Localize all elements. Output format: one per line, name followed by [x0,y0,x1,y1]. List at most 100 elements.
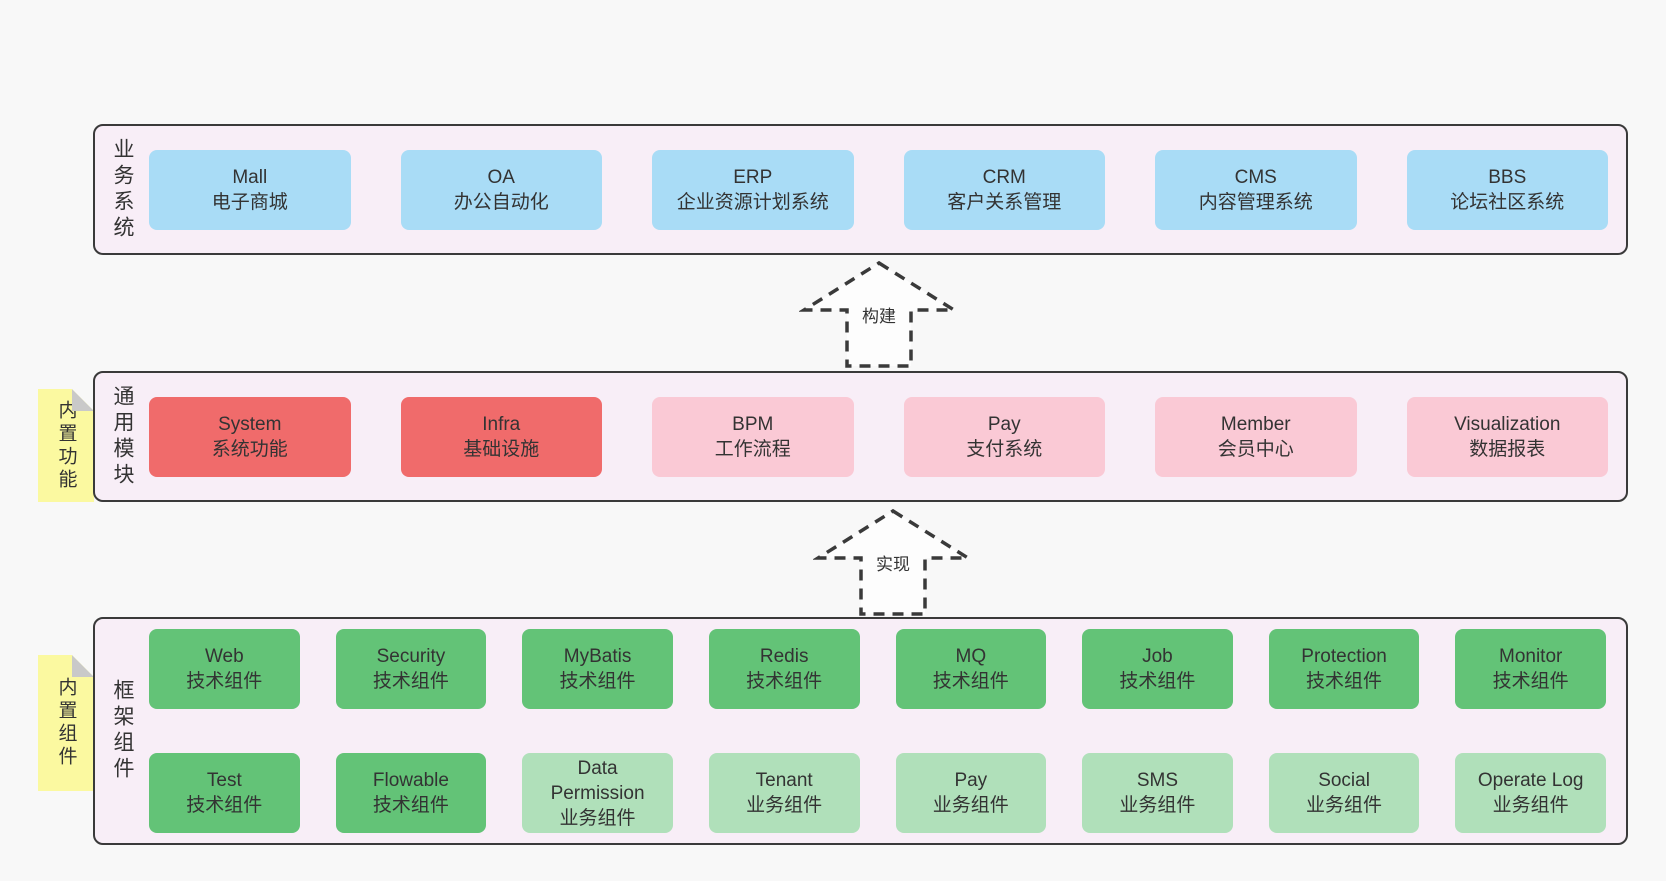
box-tenant: Tenant 业务组件 [708,753,860,834]
box-title: ERP [733,166,773,188]
box-bbs: BBS 论坛社区系统 [1406,149,1608,230]
box-data-permission: Data Permission 业务组件 [522,753,673,834]
box-subtitle: 电子商城 [211,191,288,213]
components-rows: Web 技术组件 Security 技术组件 MyBatis 技术组件 Redi… [149,619,1626,843]
box-flowable: Flowable 技术组件 [335,753,487,834]
box-subtitle: 业务组件 [1306,795,1383,817]
box-subtitle: 内容管理系统 [1198,191,1313,213]
box-title: Monitor [1499,645,1563,667]
arrow-label: 构建 [859,302,899,327]
box-title: CRM [982,166,1026,188]
box-crm: CRM 客户关系管理 [903,149,1105,230]
box-test: Test 技术组件 [149,753,300,834]
box-oa: OA 办公自动化 [400,149,602,230]
box-job: Job 技术组件 [1082,628,1233,709]
box-subtitle: 企业资源计划系统 [676,191,829,213]
components-row-1: Web 技术组件 Security 技术组件 MyBatis 技术组件 Redi… [149,619,1606,719]
box-title: Pay [954,770,988,792]
framework-components-layer: 框架组件 Web 技术组件 Security 技术组件 MyBatis 技术组件… [93,617,1628,845]
box-protection: Protection 技术组件 [1268,628,1420,709]
box-title: BBS [1488,166,1527,188]
box-title: Protection [1301,645,1387,667]
box-pay-business: Pay 业务组件 [895,753,1047,834]
box-title: Web [204,645,244,667]
box-title: MQ [955,645,987,667]
box-title: Flowable [372,770,449,792]
implement-arrow: 实现 [811,506,975,618]
build-arrow: 构建 [797,258,961,370]
box-title: Job [1142,645,1173,667]
box-title: Social [1318,770,1370,792]
builtin-features-tag: 内置功能 [38,389,94,502]
box-subtitle: 会员中心 [1217,438,1294,460]
box-subtitle: 技术组件 [1119,670,1196,692]
box-member: Member 会员中心 [1155,396,1357,477]
box-subtitle: 基础设施 [463,438,540,460]
box-subtitle: 客户关系管理 [947,191,1062,213]
box-subtitle: 业务组件 [746,795,823,817]
box-subtitle: 工作流程 [714,438,791,460]
box-title: SMS [1136,770,1179,792]
box-subtitle: 办公自动化 [453,191,549,213]
box-web: Web 技术组件 [149,628,300,709]
box-title: Pay [987,413,1021,435]
box-subtitle: 数据报表 [1469,438,1546,460]
box-subtitle: 技术组件 [746,670,823,692]
arrow-label: 实现 [873,550,913,575]
box-title: Visualization [1454,413,1561,435]
box-mall: Mall 电子商城 [149,149,351,230]
box-subtitle: 技术组件 [559,670,636,692]
box-title: Test [206,770,242,792]
box-title: Infra [482,413,521,435]
box-erp: ERP 企业资源计划系统 [652,149,854,230]
layer-label: 框架组件 [111,679,134,783]
box-title: Operate Log [1477,770,1584,792]
box-subtitle: 论坛社区系统 [1450,191,1565,213]
box-subtitle: 业务组件 [932,795,1009,817]
box-title: OA [487,166,515,188]
box-mq: MQ 技术组件 [895,628,1047,709]
box-title: MyBatis [563,645,632,667]
box-title: Security [376,645,446,667]
box-system: System 系统功能 [149,396,351,477]
box-pay: Pay 支付系统 [903,396,1105,477]
box-subtitle: 技术组件 [1492,670,1569,692]
business-systems-layer: 业务系统 Mall 电子商城 OA 办公自动化 ERP 企业资源计划系统 CRM… [93,124,1628,255]
box-subtitle: 业务组件 [1492,795,1569,817]
business-boxes-row: Mall 电子商城 OA 办公自动化 ERP 企业资源计划系统 CRM 客户关系… [149,126,1626,253]
layer-label: 业务系统 [111,137,134,242]
box-bpm: BPM 工作流程 [652,396,854,477]
box-redis: Redis 技术组件 [708,628,860,709]
box-visualization: Visualization 数据报表 [1406,396,1608,477]
box-subtitle: 系统功能 [211,438,288,460]
box-subtitle: 技术组件 [1306,670,1383,692]
box-mybatis: MyBatis 技术组件 [522,628,673,709]
box-title: System [218,413,282,435]
box-title: Mall [232,166,268,188]
box-security: Security 技术组件 [335,628,487,709]
box-subtitle: 技术组件 [932,670,1009,692]
components-row-2: Test 技术组件 Flowable 技术组件 Data Permission … [149,744,1606,844]
box-subtitle: 业务组件 [559,807,636,829]
builtin-components-tag: 内置组件 [38,655,94,791]
modules-boxes-row: System 系统功能 Infra 基础设施 BPM 工作流程 Pay 支付系统… [149,373,1626,500]
box-subtitle: 支付系统 [966,438,1043,460]
layer-label: 通用模块 [111,384,134,489]
box-subtitle: 业务组件 [1119,795,1196,817]
box-social: Social 业务组件 [1268,753,1420,834]
box-title: CMS [1234,166,1277,188]
box-subtitle: 技术组件 [186,795,263,817]
box-subtitle: 技术组件 [372,670,449,692]
box-subtitle: 技术组件 [372,795,449,817]
box-monitor: Monitor 技术组件 [1455,628,1606,709]
box-title: Data Permission [550,757,645,804]
box-subtitle: 技术组件 [186,670,263,692]
box-cms: CMS 内容管理系统 [1155,149,1357,230]
common-modules-layer: 通用模块 System 系统功能 Infra 基础设施 BPM 工作流程 Pay… [93,371,1628,502]
box-title: Redis [759,645,809,667]
box-title: BPM [732,413,774,435]
box-title: Member [1220,413,1291,435]
tag-label: 内置功能 [55,399,77,492]
tag-label: 内置组件 [55,677,77,769]
box-infra: Infra 基础设施 [400,396,602,477]
